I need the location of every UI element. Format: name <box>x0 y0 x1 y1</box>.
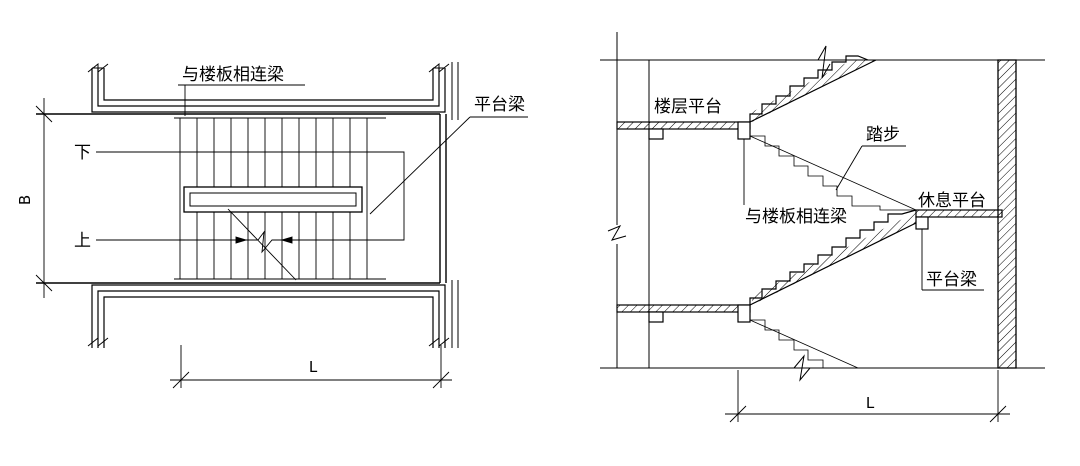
lower-descending-flight <box>749 319 859 369</box>
plan-leaders <box>178 84 528 281</box>
plan-label-up: 上 <box>74 231 91 251</box>
plan-walk-line <box>96 151 405 254</box>
plan-top-wall <box>87 62 459 120</box>
dimension-l-plan <box>170 345 452 389</box>
section-label-steps: 踏步 <box>866 125 900 145</box>
section-leaders <box>743 139 984 291</box>
lower-floor-slab <box>616 304 751 323</box>
section-dim-l-label: L <box>866 394 875 412</box>
upper-flight <box>749 55 877 123</box>
section-label-floor-platform: 楼层平台 <box>654 97 722 117</box>
plan-well <box>183 186 363 213</box>
plan-dim-l-label: L <box>309 358 318 376</box>
stair-section <box>600 32 1045 423</box>
plan-label-beam-slab: 与楼板相连梁 <box>182 65 284 85</box>
plan-bottom-wall <box>87 280 459 348</box>
rest-platform <box>915 209 1003 230</box>
stairwell-outline <box>36 113 447 284</box>
section-label-platform-beam: 平台梁 <box>926 270 977 290</box>
dimension-l-section <box>725 370 1010 423</box>
dimension-b <box>35 98 53 298</box>
stair-plan <box>35 62 528 389</box>
plan-label-down: 下 <box>74 143 91 163</box>
plan-label-platform-beam: 平台梁 <box>474 95 525 115</box>
descending-flight <box>749 135 917 211</box>
plan-dim-b-label: B <box>16 195 34 205</box>
section-label-beam-slab: 与楼板相连梁 <box>745 207 847 227</box>
lower-flight <box>749 209 917 306</box>
section-label-rest-platform: 休息平台 <box>918 191 986 211</box>
upper-floor-slab <box>616 121 751 140</box>
